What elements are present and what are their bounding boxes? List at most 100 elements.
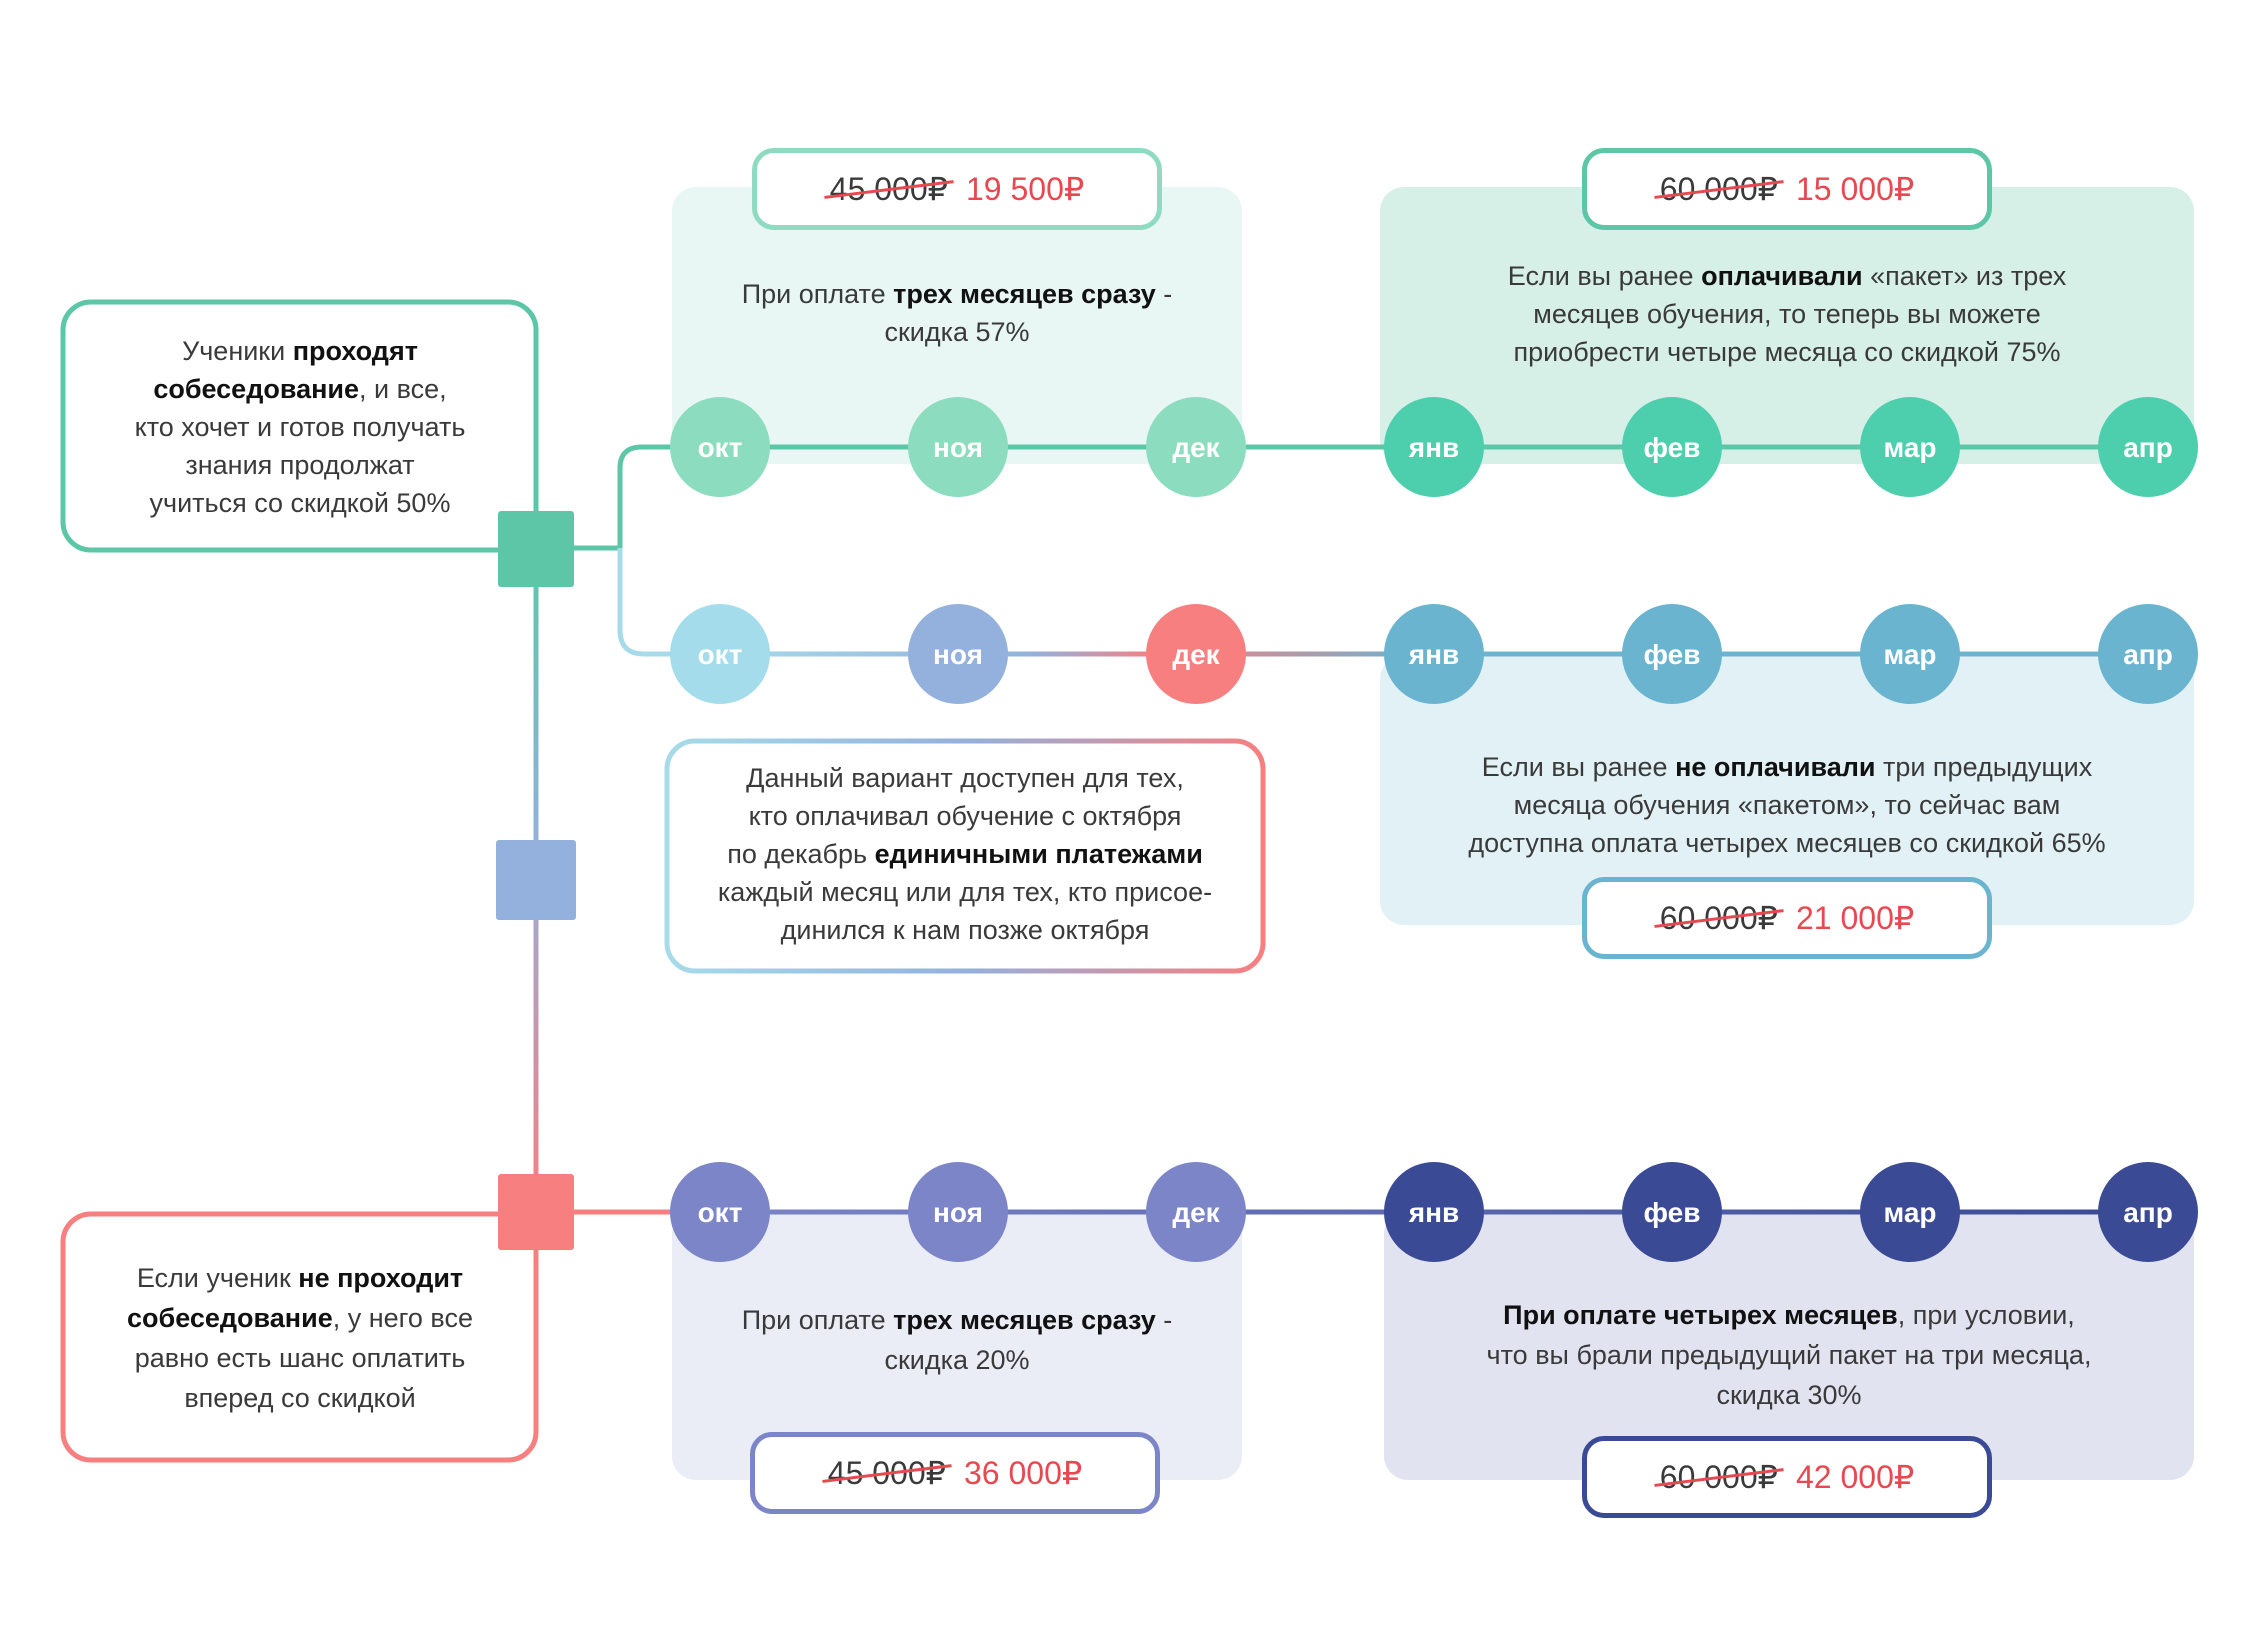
month-circle [670, 604, 770, 704]
month-label: фев [1644, 432, 1701, 463]
price-tag-row2-four-months: 60 000₽ 21 000₽ [1582, 877, 1992, 959]
month-circle [2098, 1162, 2198, 1262]
month-circle [670, 397, 770, 497]
price-new: 42 000₽ [1796, 1459, 1915, 1495]
row3-month-1: окт [670, 1162, 770, 1262]
month-label: мар [1883, 1197, 1936, 1228]
month-label: мар [1883, 432, 1936, 463]
row1-month-2: ноя [908, 397, 1008, 497]
month-circle [2098, 604, 2198, 704]
month-label: окт [698, 639, 743, 670]
price-old: 60 000₽ [1659, 171, 1778, 207]
panel-row3-three-months [672, 1210, 1242, 1480]
price-new: 15 000₽ [1796, 171, 1915, 207]
month-circle [670, 1162, 770, 1262]
month-circle [1146, 604, 1246, 704]
month-circle [908, 604, 1008, 704]
month-label: ноя [933, 1197, 983, 1228]
month-label: дек [1172, 432, 1220, 463]
month-circle [908, 1162, 1008, 1262]
branch-row1 [563, 444, 720, 551]
text-pass-interview: Ученики проходят собеседование, и все, к… [134, 336, 466, 518]
price-new: 21 000₽ [1796, 900, 1915, 936]
price-tag-row3-three-months: 45 000₽ 36 000₽ [750, 1432, 1160, 1514]
month-circle [1860, 604, 1960, 704]
month-label: апр [2123, 639, 2173, 670]
row1-month-1: окт [670, 397, 770, 497]
text-row1-four-months: Если вы ранее оплачивали «пакет» из трех… [1507, 261, 2067, 367]
month-label: мар [1883, 639, 1936, 670]
row2-month-2: ноя [908, 604, 1008, 704]
row2-month-6: мар [1860, 604, 1960, 704]
text-row1-three-months: При оплате трех месяцев сразу - скидка 5… [741, 279, 1173, 347]
month-circle [2098, 397, 2198, 497]
note-box-single-payments [664, 738, 1266, 974]
row3-month-6: мар [1860, 1162, 1960, 1262]
branch-row2 [617, 548, 720, 657]
month-label: фев [1644, 639, 1701, 670]
panel-row2-four-months [1380, 655, 2194, 925]
row2-month-1: окт [670, 604, 770, 704]
price-old: 60 000₽ [1659, 900, 1778, 936]
row1-month-3: дек [1146, 397, 1246, 497]
panel-row1-four-months [1380, 187, 2194, 464]
month-label: янв [1408, 1197, 1459, 1228]
price-tag-row1-four-months: 60 000₽ 15 000₽ [1582, 148, 1992, 230]
row1-month-6: мар [1860, 397, 1960, 497]
month-label: окт [698, 1197, 743, 1228]
month-circle [1622, 1162, 1722, 1262]
month-circle [1622, 397, 1722, 497]
row2-month-7: апр [2098, 604, 2198, 704]
panel-row1-three-months [672, 187, 1242, 464]
panel-row3-four-months [1384, 1210, 2194, 1480]
month-label: дек [1172, 639, 1220, 670]
row3-month-7: апр [2098, 1162, 2198, 1262]
price-new: 19 500₽ [966, 171, 1085, 207]
month-circle [1384, 604, 1484, 704]
month-label: окт [698, 432, 743, 463]
text-row2-four-months: Если вы ранее не оплачивали три предыдущ… [1468, 752, 2106, 858]
row1-month-7: апр [2098, 397, 2198, 497]
text-fail-interview: Если ученик не проходит собеседование, у… [127, 1263, 473, 1413]
row3-month-4: янв [1384, 1162, 1484, 1262]
month-label: ноя [933, 639, 983, 670]
node-square-green [498, 511, 574, 587]
month-label: апр [2123, 432, 2173, 463]
text-row3-three-months: При оплате трех месяцев сразу - скидка 2… [741, 1305, 1173, 1375]
month-circle [1860, 397, 1960, 497]
price-tag-row1-three-months: 45 000₽ 19 500₽ [752, 148, 1162, 230]
month-label: янв [1408, 432, 1459, 463]
price-new: 36 000₽ [964, 1455, 1083, 1491]
row2-month-3: дек [1146, 604, 1246, 704]
month-circle [1860, 1162, 1960, 1262]
row3-month-2: ноя [908, 1162, 1008, 1262]
month-circle [1384, 397, 1484, 497]
row1-month-5: фев [1622, 397, 1722, 497]
box-fail-interview [60, 1211, 539, 1463]
month-label: фев [1644, 1197, 1701, 1228]
box-pass-interview [60, 299, 539, 553]
row2-month-5: фев [1622, 604, 1722, 704]
row2-month-4: янв [1384, 604, 1484, 704]
month-circle [1146, 397, 1246, 497]
row1-month-4: янв [1384, 397, 1484, 497]
month-label: янв [1408, 639, 1459, 670]
row3-month-5: фев [1622, 1162, 1722, 1262]
price-old: 45 000₽ [829, 171, 948, 207]
row3-month-3: дек [1146, 1162, 1246, 1262]
month-circle [1146, 1162, 1246, 1262]
month-label: апр [2123, 1197, 2173, 1228]
price-old: 60 000₽ [1659, 1459, 1778, 1495]
month-circle [1384, 1162, 1484, 1262]
month-circle [908, 397, 1008, 497]
month-circle [1622, 604, 1722, 704]
month-circles: окт ноя дек янв фев мар апр окт ноя дек янв фев мар а… [670, 397, 2198, 1262]
text-row3-four-months: При оплате четырех месяцев, при условии,… [1486, 1300, 2092, 1410]
text-row2-note: Данный вариант доступен для тех, кто опл… [717, 763, 1213, 945]
price-tag-row3-four-months: 60 000₽ 42 000₽ [1582, 1436, 1992, 1518]
node-square-red [498, 1174, 574, 1250]
month-label: дек [1172, 1197, 1220, 1228]
price-old: 45 000₽ [827, 1455, 946, 1491]
month-label: ноя [933, 432, 983, 463]
